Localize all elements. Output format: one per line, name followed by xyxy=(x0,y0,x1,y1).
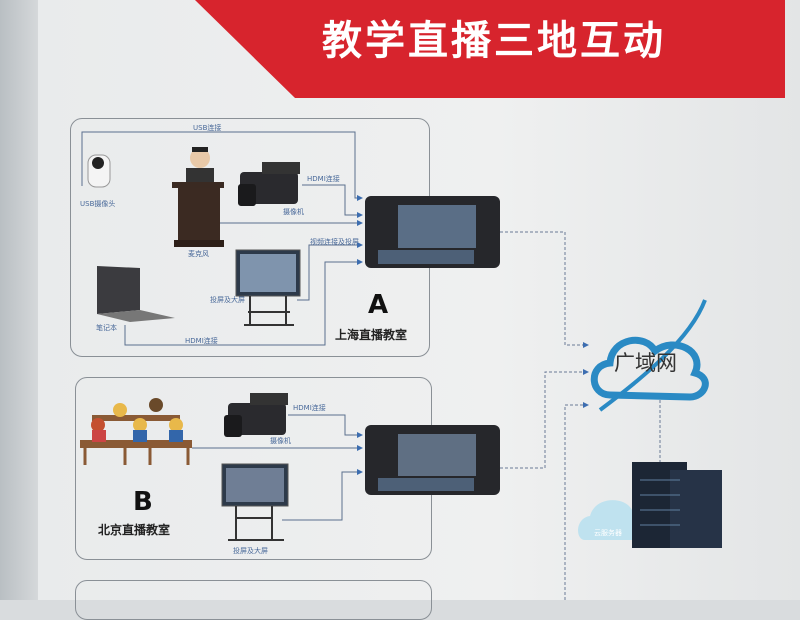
label-hdmi-b: HDMI连接 xyxy=(293,404,326,412)
display-screen-icon xyxy=(235,249,301,326)
title-banner xyxy=(195,0,785,98)
laptop-icon xyxy=(97,266,175,322)
room-b-name: 北京直播教室 xyxy=(98,523,171,537)
label-camcorder-a: 摄像机 xyxy=(283,208,304,216)
diagram-graphics xyxy=(80,131,722,600)
label-laptop: 笔记本 xyxy=(96,324,117,332)
wan-label: 广域网 xyxy=(614,351,677,375)
streaming-device-a xyxy=(365,196,500,268)
streaming-device-b xyxy=(365,425,500,495)
server-label: 云服务器 xyxy=(594,529,622,537)
room-b-letter: B xyxy=(133,487,153,517)
display-screen-icon xyxy=(221,463,289,541)
label-hdmi-a-top: HDMI连接 xyxy=(307,175,340,183)
room-a-name: 上海直播教室 xyxy=(335,328,408,342)
wan-cloud-icon xyxy=(590,299,709,412)
label-screen-link: 视频连接及投屏 xyxy=(310,238,359,246)
students-icon xyxy=(80,398,192,465)
label-camcorder-b: 摄像机 xyxy=(270,437,291,445)
label-screen-b: 投屏及大屏 xyxy=(233,547,268,555)
label-usb-link: USB连接 xyxy=(193,124,222,132)
label-hdmi-a-bottom: HDMI连接 xyxy=(185,337,218,345)
label-usb-camera: USB摄像头 xyxy=(80,200,116,208)
poster-edge xyxy=(0,0,38,600)
poster-title: 教学直播三地互动 xyxy=(322,18,666,64)
podium-icon xyxy=(172,147,224,247)
label-podium: 麦克风 xyxy=(188,250,209,258)
room-a-letter: A xyxy=(368,290,389,320)
label-screen-a: 投屏及大屏 xyxy=(210,296,245,304)
camcorder-icon xyxy=(238,162,300,206)
usb-camera-icon xyxy=(87,154,111,188)
camcorder-icon xyxy=(224,393,288,437)
cloud-server-icon xyxy=(578,462,722,548)
